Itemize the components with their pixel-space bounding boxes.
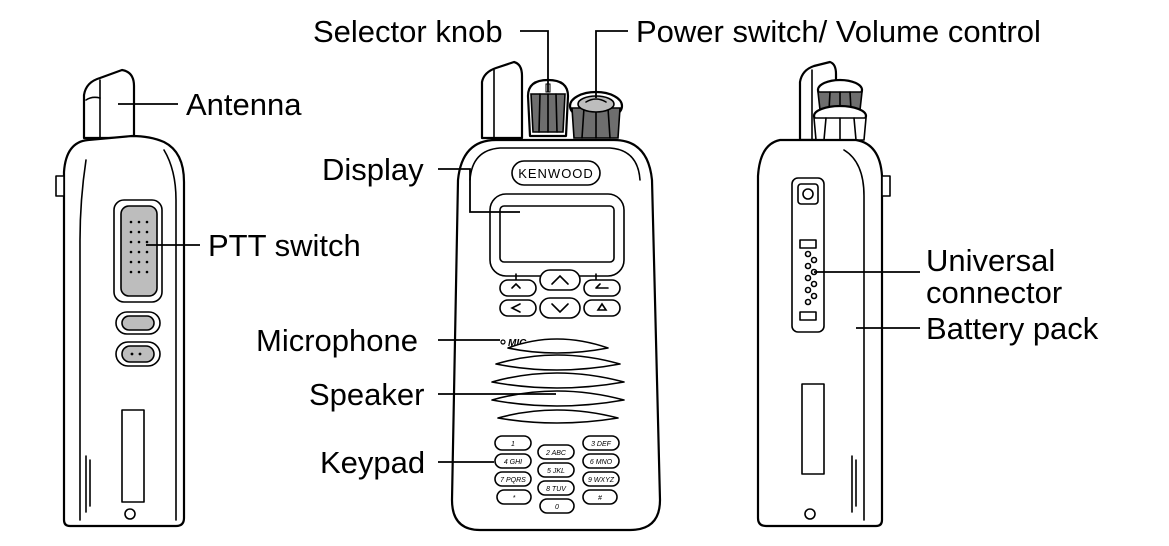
key-8[interactable]: 8 TUV — [537, 480, 575, 496]
universal-connector — [791, 177, 825, 333]
mic-marking: MIC — [508, 338, 527, 349]
right-side-knobs — [812, 78, 868, 141]
keypad: 1 2 ABC 3 DEF 4 GHI 5 JKL 6 MNO 7 PQRS 8… — [494, 435, 620, 514]
svg-text:8 TUV: 8 TUV — [546, 486, 567, 493]
label-battery-pack: Battery pack — [926, 311, 1099, 346]
brand-badge: KENWOOD — [511, 160, 601, 186]
left-side-label-area — [121, 409, 145, 503]
key-0[interactable]: 0 — [539, 498, 575, 514]
label-display: Display — [322, 152, 424, 187]
label-selector-knob: Selector knob — [313, 14, 503, 49]
side-key-upper[interactable] — [115, 311, 161, 335]
svg-text:*: * — [513, 495, 516, 502]
svg-text:6 MNO: 6 MNO — [590, 459, 613, 466]
ptt-switch[interactable] — [113, 199, 163, 303]
antenna — [82, 68, 136, 140]
label-universal-connector-line2: connector — [926, 275, 1062, 310]
key-4[interactable]: 4 GHI — [494, 453, 532, 469]
key-star[interactable]: * — [496, 489, 532, 505]
radio-front-view: KENWOOD MIC — [450, 60, 662, 532]
label-antenna: Antenna — [186, 87, 302, 122]
navigation-keypad — [499, 269, 621, 319]
right-side-screw — [804, 508, 816, 520]
label-ptt-switch: PTT switch — [208, 228, 361, 263]
label-power-switch-volume-control: Power switch/ Volume control — [636, 14, 1041, 49]
microphone: MIC — [500, 338, 527, 349]
front-antenna — [480, 60, 524, 140]
key-hash[interactable]: # — [582, 489, 618, 505]
key-6[interactable]: 6 MNO — [582, 453, 620, 469]
radio-left-side-view — [55, 68, 186, 528]
label-microphone: Microphone — [256, 323, 418, 358]
key-1[interactable]: 1 — [494, 435, 532, 451]
down-arrow-key[interactable] — [539, 297, 581, 319]
svg-text:3 DEF: 3 DEF — [591, 441, 612, 448]
svg-text:4 GHI: 4 GHI — [504, 459, 522, 466]
right-side-label-area — [801, 383, 825, 475]
menu-key[interactable] — [499, 279, 537, 297]
left-side-screw — [124, 508, 136, 520]
connector-pins — [804, 250, 818, 306]
side-key-lower[interactable] — [115, 341, 161, 367]
label-speaker: Speaker — [309, 377, 424, 412]
home-key[interactable] — [583, 299, 621, 317]
svg-text:1: 1 — [511, 441, 515, 448]
radio-right-side-view — [756, 60, 891, 528]
part-labels: Selector knob Power switch/ Volume contr… — [186, 14, 1099, 480]
left-key[interactable] — [499, 299, 537, 317]
svg-text:2 ABC: 2 ABC — [545, 450, 567, 457]
brand-label: KENWOOD — [518, 166, 594, 181]
svg-text:7 PQRS: 7 PQRS — [500, 477, 526, 484]
power-volume-knob[interactable] — [568, 90, 624, 139]
up-arrow-key[interactable] — [539, 269, 581, 291]
right-side-body — [756, 138, 884, 528]
svg-text:5 JKL: 5 JKL — [547, 468, 565, 475]
key-7[interactable]: 7 PQRS — [494, 471, 532, 487]
key-9[interactable]: 9 WXYZ — [582, 471, 620, 487]
leader-lines — [118, 30, 920, 463]
label-keypad: Keypad — [320, 445, 425, 480]
display — [489, 193, 625, 277]
key-2[interactable]: 2 ABC — [537, 444, 575, 460]
key-5[interactable]: 5 JKL — [537, 462, 575, 478]
selector-knob[interactable] — [526, 78, 570, 138]
label-universal-connector-line1: Universal — [926, 243, 1055, 278]
svg-text:0: 0 — [555, 504, 559, 511]
svg-text:#: # — [598, 495, 602, 502]
svg-text:9 WXYZ: 9 WXYZ — [588, 477, 615, 484]
key-3[interactable]: 3 DEF — [582, 435, 620, 451]
